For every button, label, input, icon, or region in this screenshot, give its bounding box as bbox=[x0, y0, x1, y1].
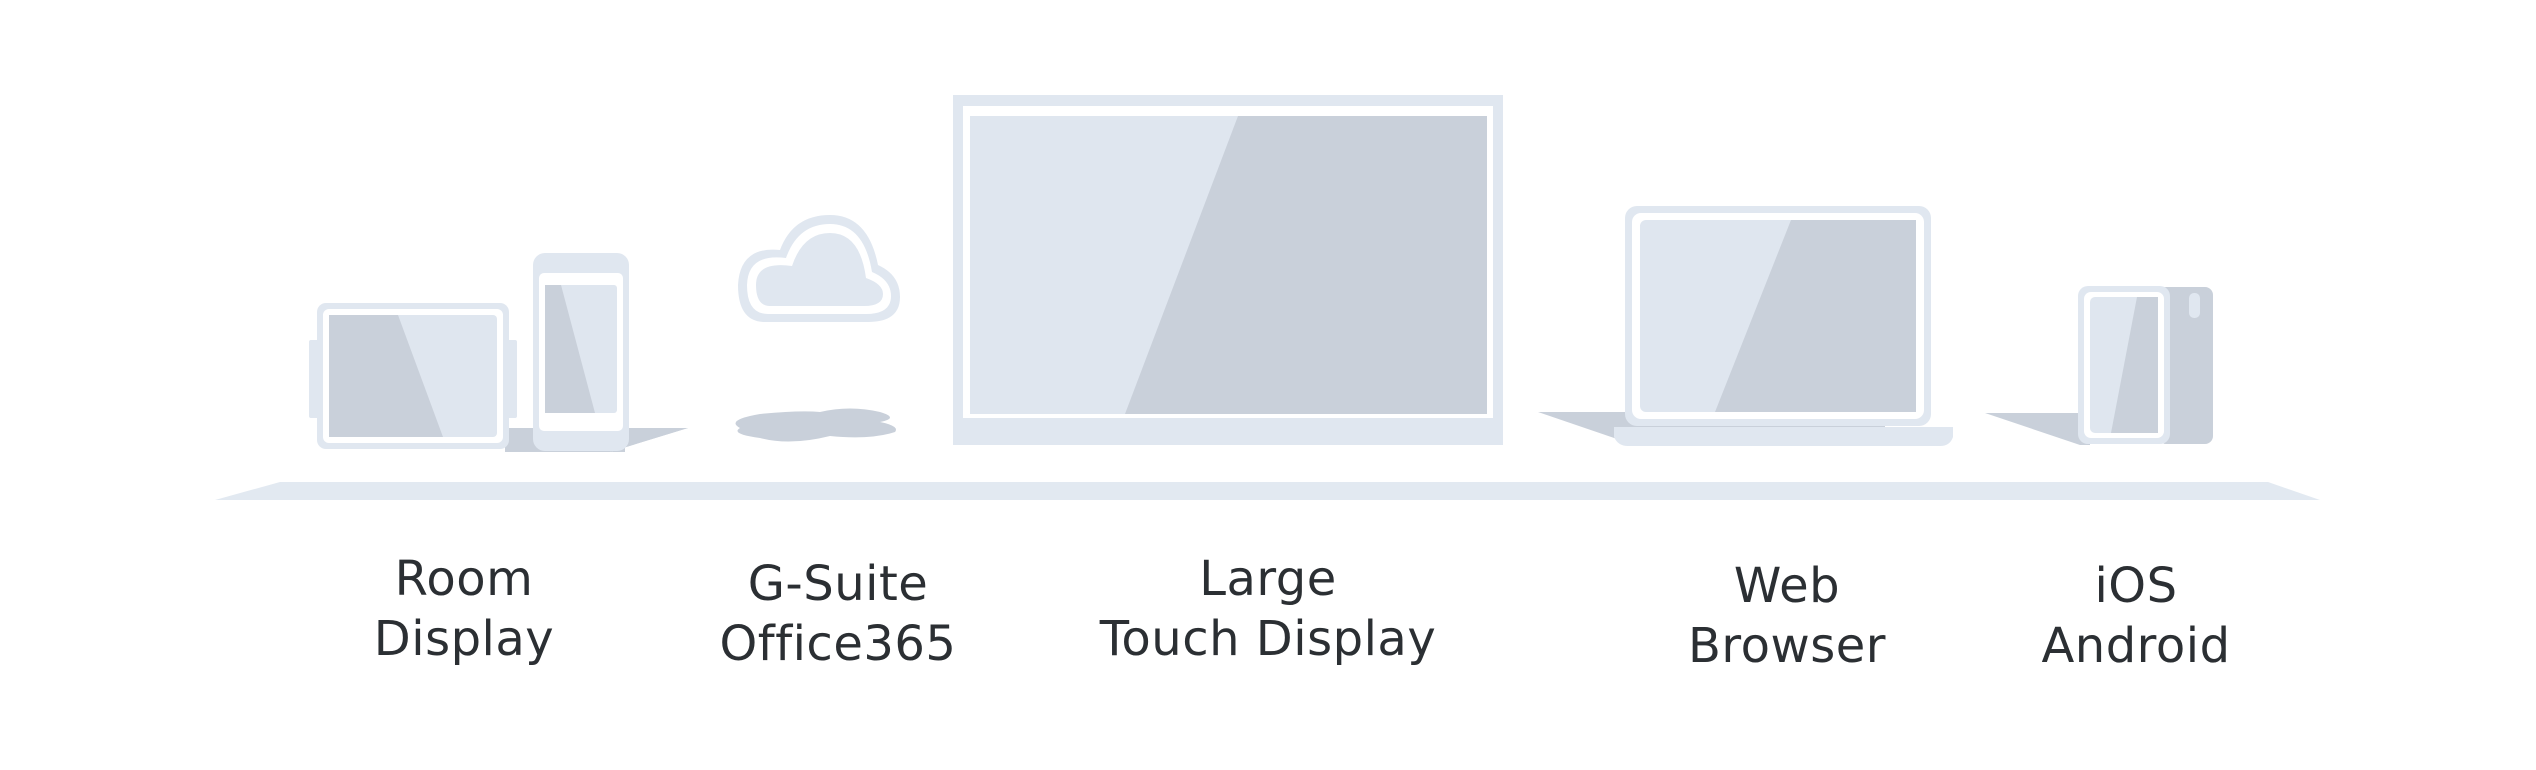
label-line-1: iOS bbox=[2094, 558, 2178, 614]
label-ios-android: iOS Android bbox=[1986, 556, 2286, 676]
tablet-phone-icon bbox=[309, 253, 688, 452]
smartphone-icon bbox=[1985, 286, 2213, 445]
label-web-browser: Web Browser bbox=[1637, 556, 1937, 676]
label-line-1: Room bbox=[394, 551, 534, 607]
laptop-screen-shade bbox=[1715, 220, 1916, 412]
phone-screen-shade bbox=[545, 285, 595, 413]
cloud-shadow-puddle bbox=[735, 408, 896, 442]
label-line-2: Office365 bbox=[719, 616, 957, 672]
cloud-fill bbox=[756, 233, 883, 306]
phone-shadow bbox=[610, 428, 688, 452]
label-line-2: Browser bbox=[1687, 618, 1886, 674]
cloud-icon bbox=[735, 215, 900, 442]
label-line-1: G-Suite bbox=[747, 556, 929, 612]
tablet-screen-shade bbox=[329, 315, 443, 437]
monitor-icon bbox=[953, 95, 1503, 445]
smartphone-screen-shade bbox=[2111, 297, 2158, 433]
smartphone-side-button bbox=[2189, 293, 2200, 318]
label-large-touch-display: Large Touch Display bbox=[1068, 549, 1468, 669]
label-line-2: Touch Display bbox=[1099, 611, 1437, 667]
monitor-screen-shade bbox=[1125, 116, 1487, 414]
label-line-2: Display bbox=[373, 611, 555, 667]
label-room-display: Room Display bbox=[314, 549, 614, 669]
label-line-1: Web bbox=[1733, 558, 1841, 614]
smartphone-side bbox=[2158, 287, 2213, 444]
shelf-base bbox=[215, 482, 2320, 500]
label-line-2: Android bbox=[2041, 618, 2231, 674]
smartphone-shadow bbox=[1985, 413, 2090, 445]
label-gsuite-office365: G-Suite Office365 bbox=[688, 554, 988, 674]
laptop-icon bbox=[1538, 206, 1953, 446]
label-line-1: Large bbox=[1199, 551, 1337, 607]
laptop-base bbox=[1614, 427, 1953, 446]
